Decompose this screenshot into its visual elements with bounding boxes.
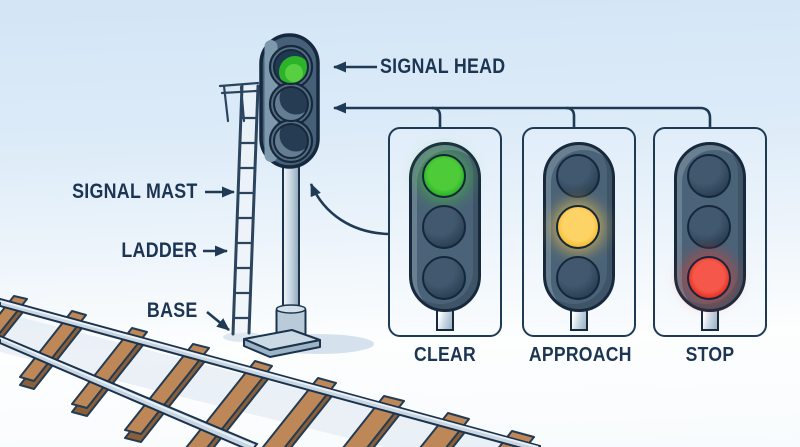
- unlit-lens: [687, 154, 731, 198]
- signal-head-label: SIGNAL HEAD: [380, 55, 506, 78]
- railway-ties: [0, 295, 535, 447]
- unlit-lens: [556, 154, 600, 198]
- signal-base: [243, 304, 321, 358]
- lit-lens: [687, 256, 731, 300]
- railway-rails: [0, 297, 541, 447]
- aspect-card-approach: APPROACH: [522, 127, 636, 367]
- unlit-lens: [687, 205, 731, 249]
- curved-arrow: [309, 183, 390, 236]
- aspect-mast-stub: [701, 311, 719, 331]
- aspect-card-frame: [653, 127, 767, 337]
- green-lens: [274, 50, 308, 84]
- base-label: BASE: [147, 299, 198, 322]
- aspect-card-stop: STOP: [653, 127, 767, 367]
- ladder-label: LADDER: [121, 239, 197, 262]
- aspect-signal-head: [674, 142, 746, 312]
- aspect-card-clear: CLEAR: [388, 127, 502, 367]
- signal-mast-label: SIGNAL MAST: [72, 180, 198, 203]
- connector-line: [333, 102, 712, 128]
- unlit-lens: [422, 256, 466, 300]
- aspect-label: STOP: [685, 344, 735, 366]
- aspect-mast-stub: [436, 311, 454, 331]
- aspect-mast-stub: [570, 311, 588, 331]
- aspect-signal-head: [543, 142, 615, 312]
- unlit-lens: [556, 256, 600, 300]
- unlit-lens: [422, 205, 466, 249]
- aspect-card-frame: [388, 127, 502, 337]
- callout-arrows: [203, 61, 712, 332]
- connector-branch-1: [431, 106, 442, 128]
- lit-lens: [422, 154, 466, 198]
- aspect-label: APPROACH: [528, 344, 632, 366]
- arrow-base: [206, 310, 230, 332]
- lit-lens: [556, 205, 600, 249]
- aspect-card-frame: [522, 127, 636, 337]
- aspect-signal-head: [409, 142, 481, 312]
- connector-branch-2: [565, 106, 576, 128]
- ladder: [218, 81, 260, 336]
- signal-head: [259, 33, 320, 169]
- aspect-label: CLEAR: [414, 344, 476, 366]
